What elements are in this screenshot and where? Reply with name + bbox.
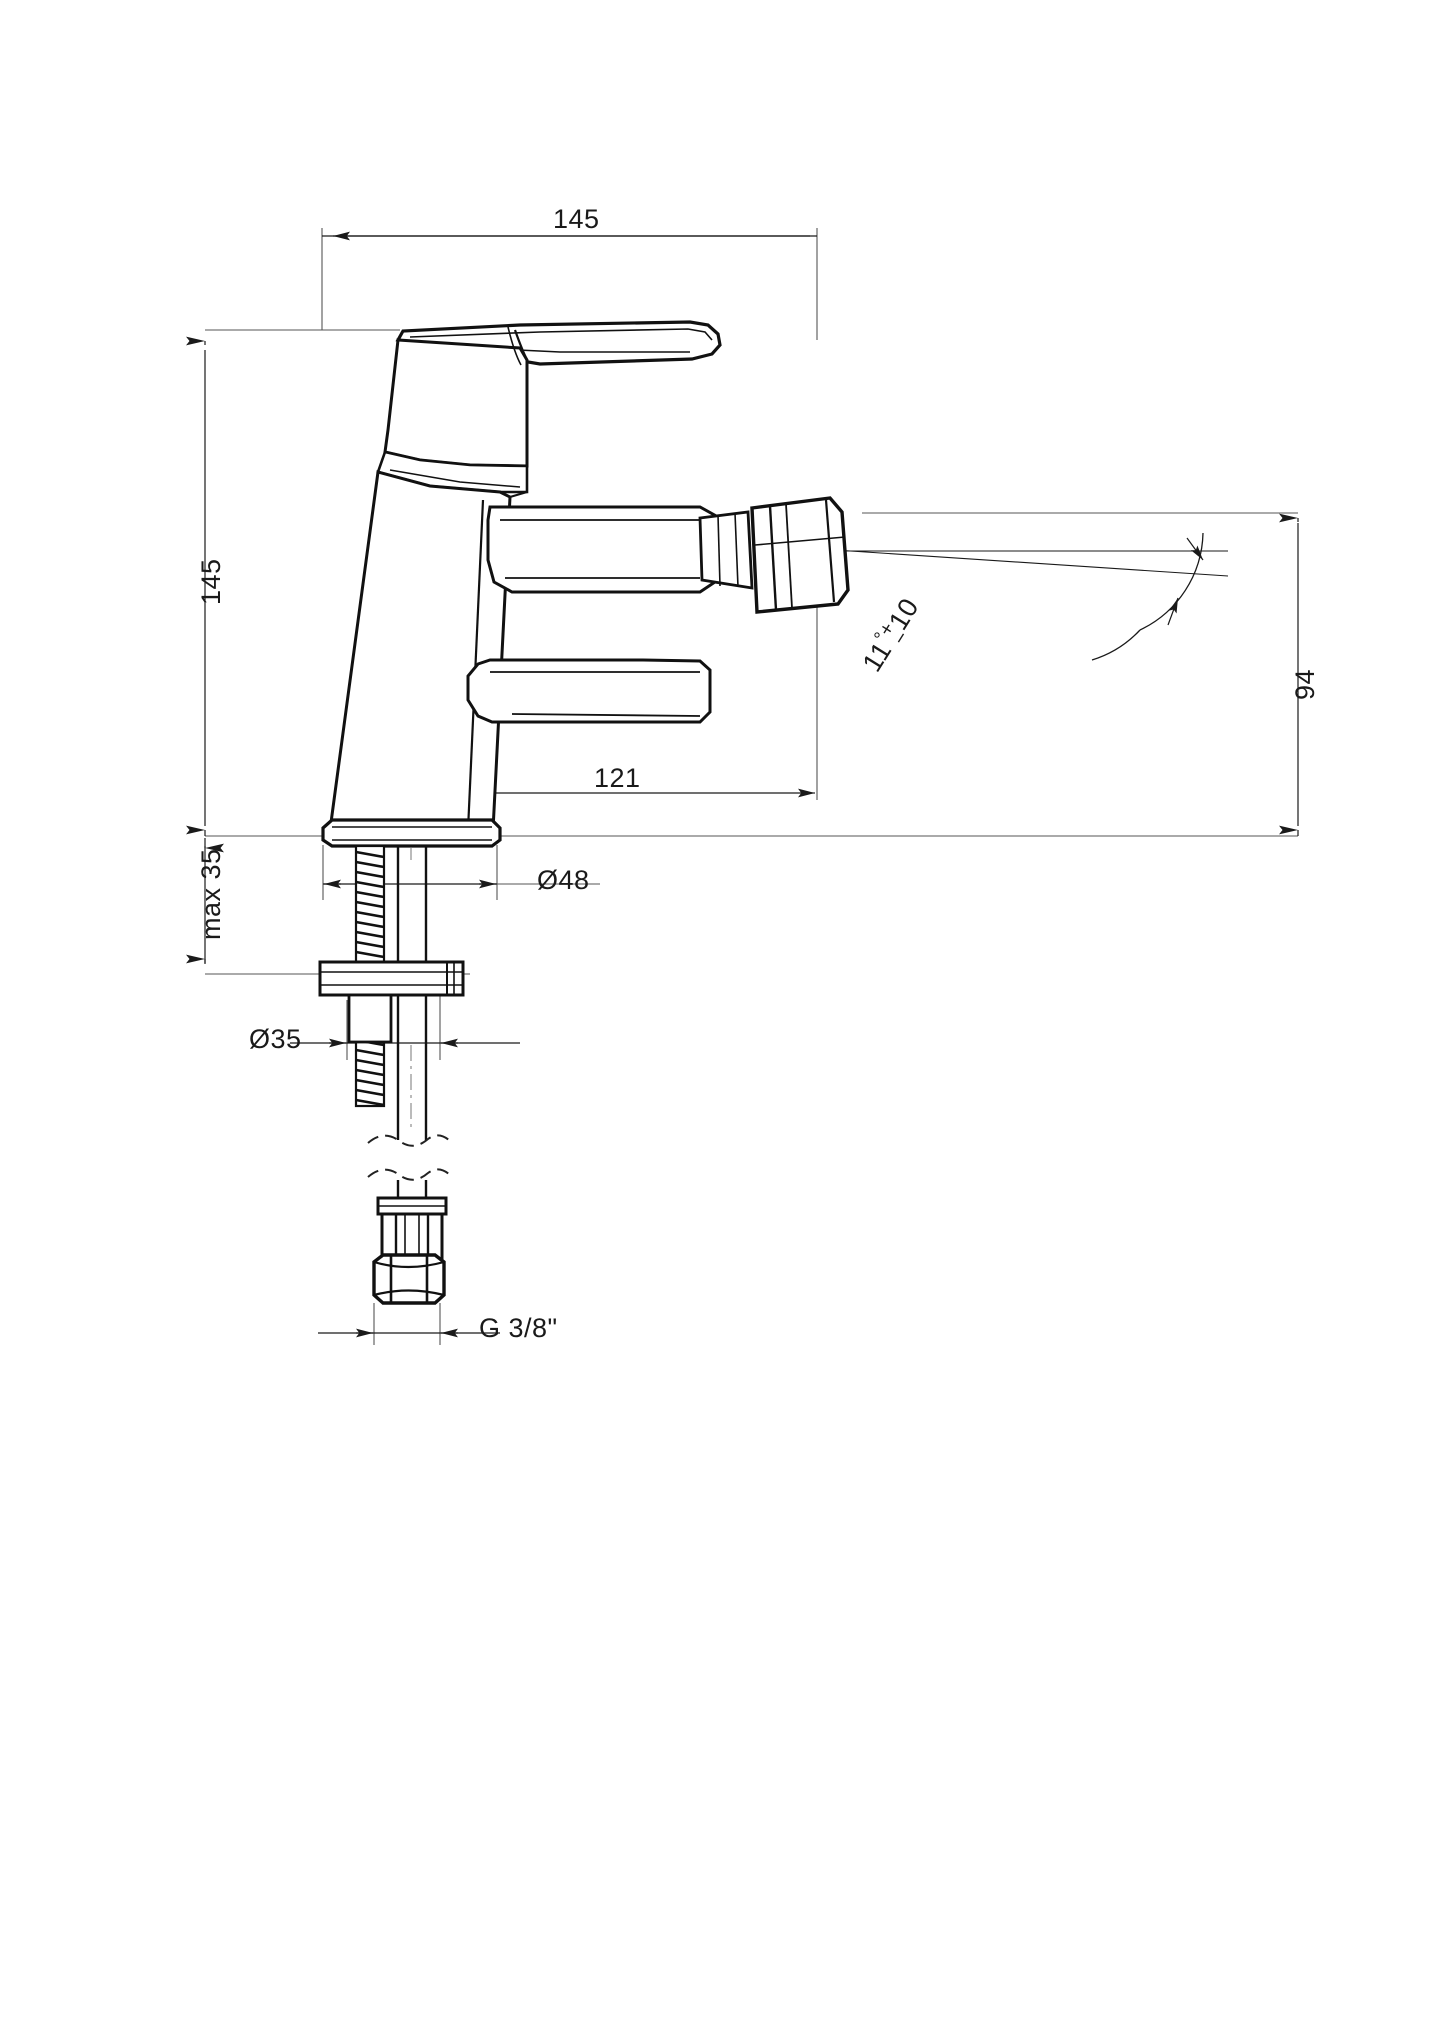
mounting-washer — [318, 960, 465, 997]
aerator-neck — [698, 510, 754, 590]
dim-label-spout-reach: 121 — [594, 763, 641, 793]
spout-arm — [466, 658, 712, 724]
cartridge-housing — [383, 338, 529, 468]
dim-label-base-diameter: Ø48 — [537, 865, 590, 895]
dim-label-overall-height: 145 — [196, 558, 226, 605]
escutcheon-base — [321, 818, 502, 848]
dim-label-overall-width: 145 — [553, 204, 600, 234]
spout-upper-arm — [486, 505, 720, 594]
break-line-upper — [367, 1134, 453, 1147]
dim-label-max-thickness: max 35 — [196, 848, 226, 940]
faucet-outline — [318, 320, 850, 1305]
dim-label-thread-size: G 3/8" — [479, 1313, 558, 1343]
dimension-lines — [186, 231, 1299, 1338]
body-column — [328, 470, 512, 832]
mounting-nut — [347, 993, 393, 1044]
aerator-cap — [750, 496, 850, 614]
angular-dimension-aerator — [780, 532, 1229, 661]
dim-label-spout-height: 94 — [1290, 668, 1320, 700]
dim-label-hole-diameter: Ø35 — [249, 1024, 302, 1054]
hex-nut-g38 — [372, 1253, 446, 1305]
break-line-lower — [367, 1168, 453, 1181]
